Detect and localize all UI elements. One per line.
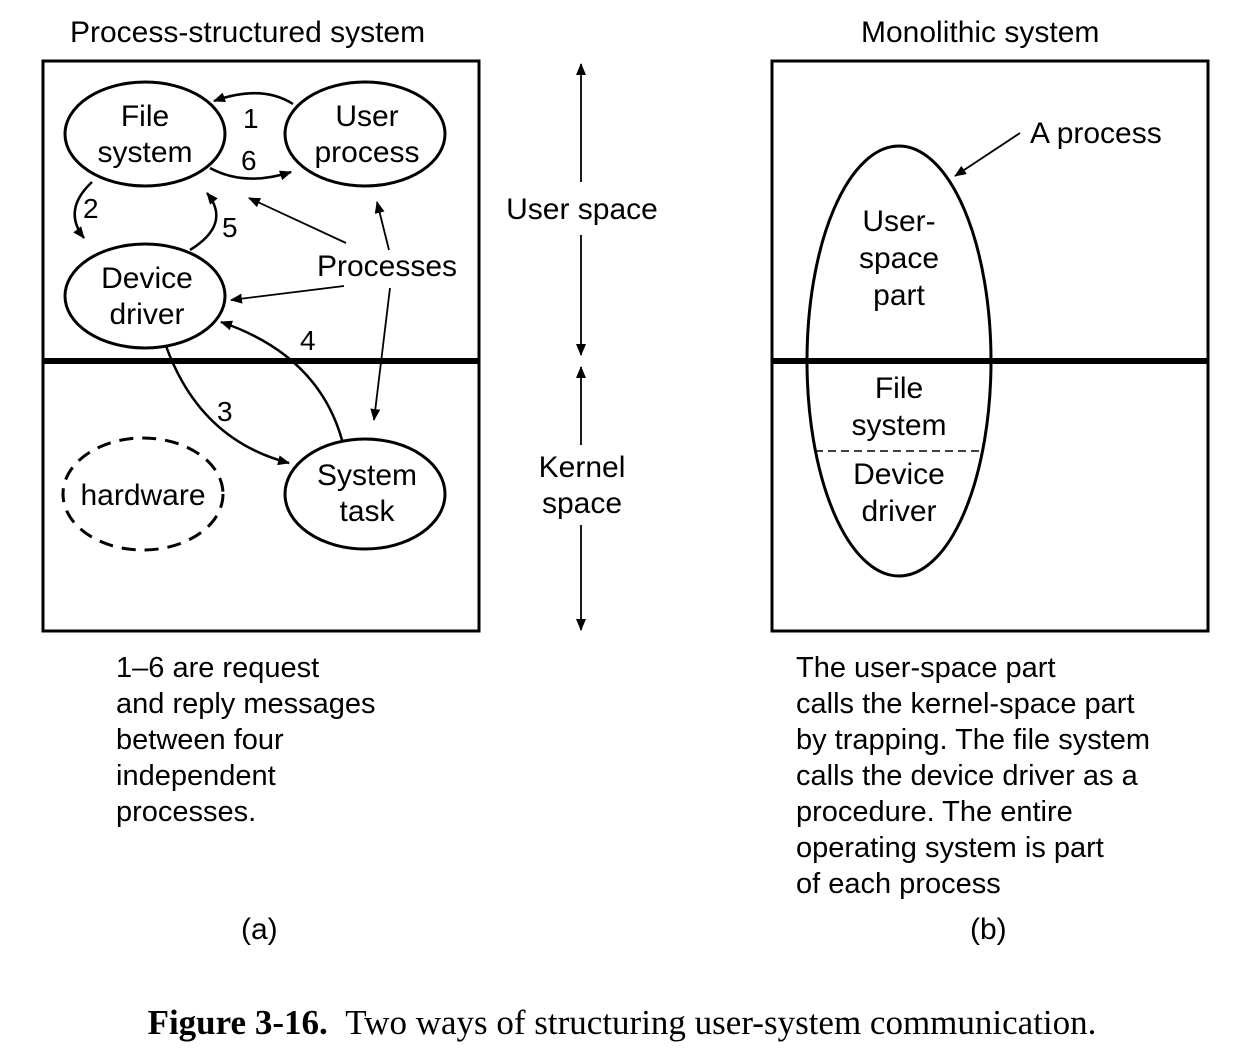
user-space-label: User space: [506, 193, 658, 226]
panel-b-caption-line: procedure. The entire: [796, 796, 1073, 828]
monolithic-process-ellipse: [805, 144, 993, 578]
a-process-pointer: [954, 132, 1021, 177]
hardware-label: hardware: [80, 479, 205, 512]
device-driver-label-1: Device: [101, 262, 193, 295]
panel-a-caption-line: 1–6 are request: [116, 652, 320, 684]
panel-a-title: Process-structured system: [70, 16, 426, 49]
system-task-label-1: System: [317, 459, 417, 492]
message-arrow-5: [189, 192, 218, 252]
file-system-label-2: system: [97, 136, 192, 169]
message-number-2: 2: [83, 193, 99, 224]
message-number-5: 5: [222, 212, 238, 243]
monolithic-device-driver-label-1: Device: [853, 458, 945, 491]
system-task-node: System task: [283, 437, 447, 551]
message-arrow-6: [209, 166, 292, 181]
message-arrow-3: [164, 345, 290, 466]
user-space-part-label-3: part: [873, 279, 925, 312]
message-arrow-1: [213, 92, 294, 106]
hardware-node: hardware: [61, 436, 225, 552]
panel-b-title: Monolithic system: [861, 16, 1100, 49]
file-system-node: File system: [63, 80, 227, 188]
processes-pointer-user-process: [374, 201, 390, 251]
panel-b-caption: The user-space part calls the kernel-spa…: [796, 650, 1150, 902]
processes-pointer-system-task: [370, 287, 391, 421]
panel-a-sublabel: (a): [241, 913, 278, 946]
panel-b-sublabel: (b): [970, 913, 1007, 946]
panel-a-caption-line: processes.: [116, 796, 257, 828]
message-number-4: 4: [300, 325, 316, 356]
message-number-6: 6: [241, 145, 257, 176]
message-number-3: 3: [217, 396, 233, 427]
processes-pointer-file-system: [248, 197, 347, 244]
panel-b-box: [770, 59, 1210, 633]
panel-b-caption-line: calls the device driver as a: [796, 760, 1138, 792]
user-process-node: User process: [283, 80, 447, 188]
panel-b-caption-line: of each process: [796, 868, 1001, 900]
panel-b-caption-line: The user-space part: [796, 652, 1056, 684]
panel-b-caption-line: operating system is part: [796, 832, 1104, 864]
panel-a-caption: 1–6 are request and reply messages betwe…: [116, 650, 376, 830]
panel-a-caption-line: and reply messages: [116, 688, 376, 720]
device-driver-label-2: driver: [109, 298, 184, 331]
user-space-part-label-1: User-: [862, 205, 935, 238]
message-arrow-4: [220, 320, 344, 441]
monolithic-file-system-label-1: File: [875, 372, 923, 405]
panel-a-caption-line: independent: [116, 760, 276, 792]
panel-a-caption-line: between four: [116, 724, 284, 756]
processes-label: Processes: [317, 250, 457, 283]
panel-a-box: [41, 59, 481, 633]
kernel-space-label-2: space: [542, 487, 622, 520]
device-driver-node: Device driver: [63, 242, 227, 350]
figure-caption: Figure 3-16. Two ways of structuring use…: [0, 1003, 1244, 1043]
monolithic-file-system-label-2: system: [851, 409, 946, 442]
figure-caption-label: Figure 3-16.: [147, 1003, 328, 1042]
user-process-label-2: process: [314, 136, 419, 169]
figure-caption-text: Two ways of structuring user-system comm…: [345, 1003, 1097, 1042]
user-space-part-label-2: space: [859, 242, 939, 275]
processes-pointer-device-driver: [230, 285, 345, 304]
panel-b-caption-line: by trapping. The file system: [796, 724, 1151, 756]
message-arrow-2: [73, 181, 93, 239]
system-task-label-2: task: [339, 495, 395, 528]
panel-b-caption-line: calls the kernel-space part: [796, 688, 1135, 720]
a-process-label: A process: [1030, 117, 1162, 150]
monolithic-device-driver-label-2: driver: [861, 495, 936, 528]
kernel-space-label-1: Kernel: [539, 451, 626, 484]
message-number-1: 1: [243, 103, 259, 134]
file-system-label-1: File: [121, 100, 169, 133]
user-process-label-1: User: [335, 100, 398, 133]
